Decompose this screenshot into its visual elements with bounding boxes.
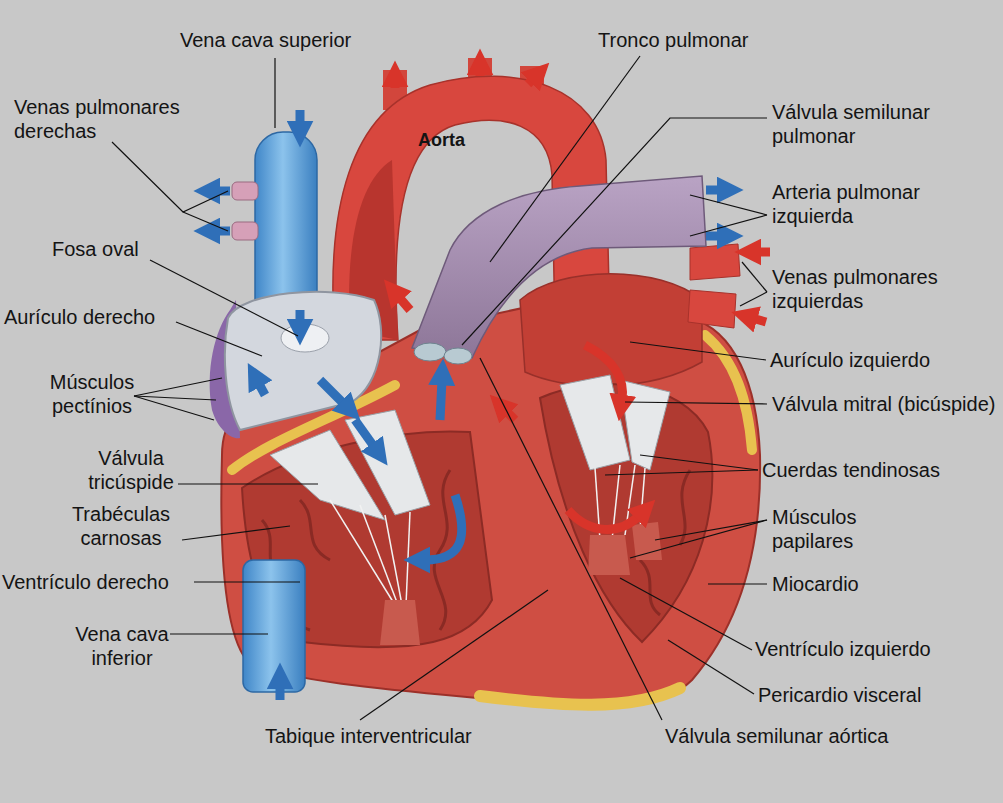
part-label: Venas pulmonares derechas: [14, 95, 214, 143]
part-label: Tabique interventricular: [265, 724, 472, 748]
part-label: Válvula semilunar pulmonar: [772, 100, 997, 148]
right-atrium: [225, 292, 381, 430]
valve-cusp: [414, 343, 446, 361]
part-label: Ventrículo izquierdo: [755, 637, 931, 661]
blood-flow-arrows: [398, 252, 770, 529]
valve-cusp: [444, 348, 472, 364]
fosa-oval: [281, 324, 329, 352]
part-label: Trabéculas carnosas: [56, 502, 186, 550]
part-label: Válvula mitral (bicúspide): [772, 392, 997, 416]
fat-band: [705, 335, 752, 450]
part-label: Vena cava superior: [180, 28, 351, 52]
part-label: Músculos papilares: [772, 505, 902, 553]
part-label: Aorta: [418, 128, 465, 152]
part-label: Miocardio: [772, 572, 859, 596]
part-label: Venas pulmonares izquierdas: [772, 265, 997, 313]
part-label: Ventrículo derecho: [2, 570, 169, 594]
pulmonary-vein: [688, 290, 736, 328]
part-label: Válvula tricúspide: [66, 446, 196, 494]
leader-lines: [112, 56, 767, 720]
part-label: Músculos pectínios: [22, 370, 162, 418]
part-label: Tronco pulmonar: [598, 28, 748, 52]
part-label: Pericardio visceral: [758, 683, 921, 707]
part-label: Cuerdas tendinosas: [762, 458, 940, 482]
blood-flow-arrows: [215, 110, 722, 700]
part-label: Aurículo derecho: [4, 305, 155, 329]
part-label: Arteria pulmonar izquierda: [772, 180, 997, 228]
tronco-pulmonar: [412, 176, 706, 358]
part-label: Fosa oval: [52, 237, 139, 261]
part-label: Aurículo izquierdo: [770, 348, 930, 372]
part-label: Vena cava inferior: [62, 622, 182, 670]
pulmonary-vein: [232, 182, 258, 200]
pulmonary-vein: [690, 244, 740, 280]
vena-cava-inferior: [243, 560, 305, 692]
pulmonary-vein: [232, 222, 258, 240]
part-label: Válvula semilunar aórtica: [665, 724, 888, 748]
